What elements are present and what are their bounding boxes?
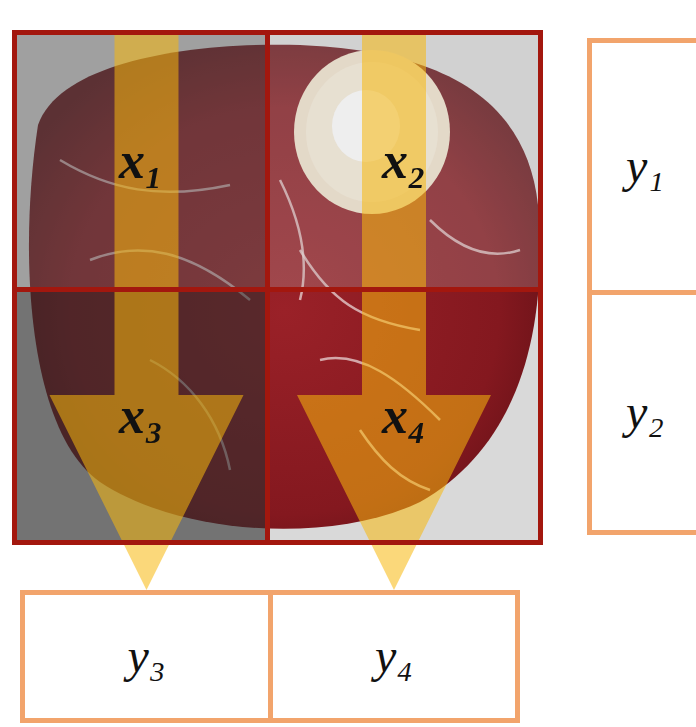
input-symbol: x₁	[119, 132, 163, 189]
input-symbol: x₄	[382, 387, 426, 444]
input-patch: x₁	[12, 30, 270, 292]
output-symbol: y₃	[128, 630, 166, 683]
input-patch: x₄	[265, 287, 543, 545]
input-patch: x₂	[265, 30, 543, 292]
input-symbol: x₃	[119, 387, 163, 444]
input-symbol: x₂	[382, 132, 426, 189]
output-cell: y₁	[587, 38, 696, 295]
scan-arrow	[297, 30, 491, 590]
output-symbol: y₁	[626, 140, 664, 193]
output-symbol: y₂	[626, 386, 664, 439]
output-cell: y₂	[587, 290, 696, 535]
output-cell: y₄	[268, 590, 520, 723]
output-symbol: y₄	[375, 630, 413, 683]
output-cell: y₃	[20, 590, 273, 723]
input-patch: x₃	[12, 287, 270, 545]
scan-arrow	[50, 30, 244, 590]
